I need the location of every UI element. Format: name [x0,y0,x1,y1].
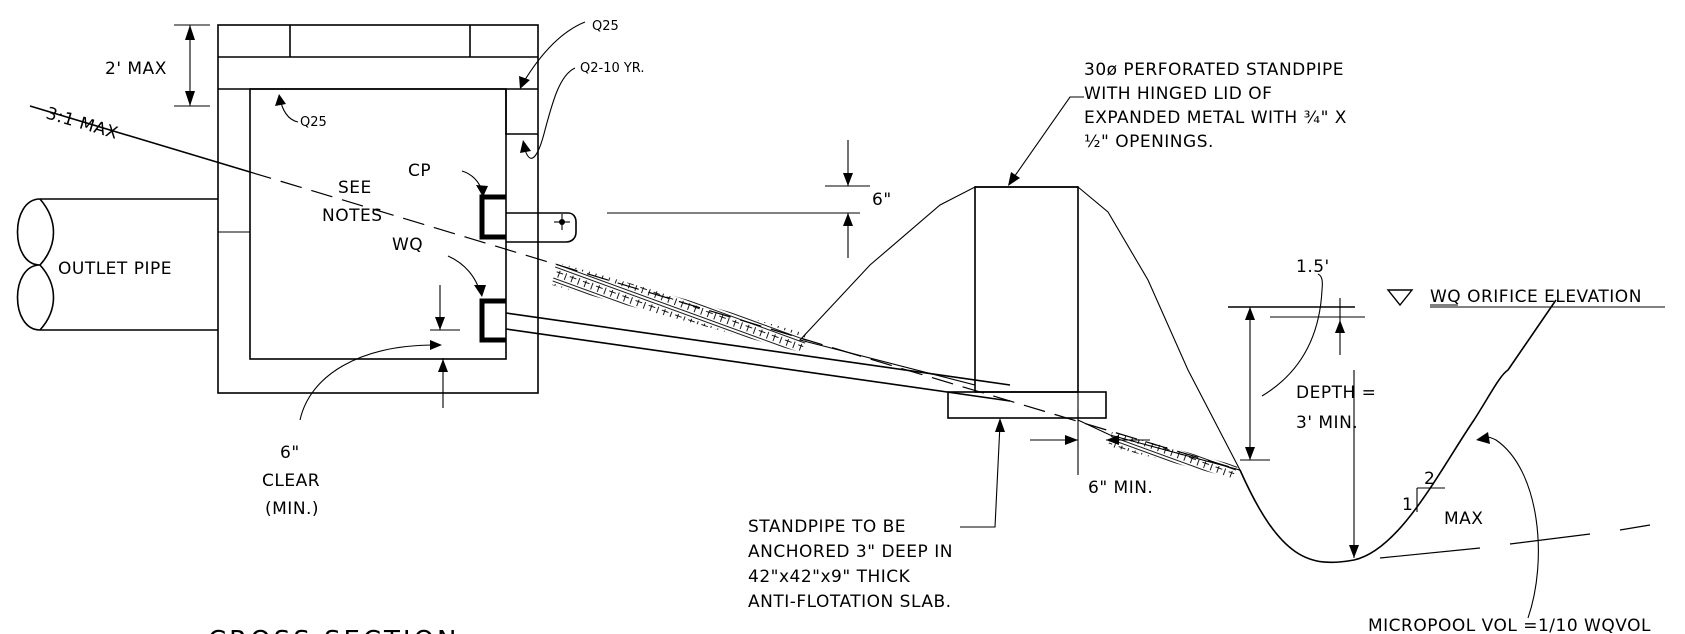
standpipe-note-line4: ½" OPENINGS. [1084,132,1214,152]
cp-bracket [479,194,506,240]
q25-top-label: Q25 [592,19,619,34]
two-foot-max-dimension [174,24,210,107]
wq-orifice-label: WQ ORIFICE ELEVATION [1430,287,1642,307]
wq-pipe-top [505,312,1011,386]
cp-label: CP [408,161,431,181]
q25-inner-label: Q25 [300,115,327,130]
q210-leader [524,67,576,159]
six-inch-top-dimension [607,140,870,258]
standpipe-note-line1: 30ø PERFORATED STANDPIPE [1084,60,1344,80]
standpipe-note-line3: EXPANDED METAL WITH ¾" X [1084,108,1347,128]
berm-right [1077,185,1242,471]
slope-run-label: 2 [1424,469,1435,489]
depth-line1: DEPTH = [1296,383,1376,403]
max-2ft-label: 2' MAX [105,59,167,79]
wq-label: WQ [392,235,423,255]
micropool-label: MICROPOOL VOL =1/10 WQVOL [1368,616,1651,634]
slope-max2-label: MAX [1444,509,1483,529]
berm-left [798,186,976,386]
slope-max-label: 3:1 MAX [44,104,121,144]
slope-rise-label: 1 [1402,495,1413,515]
clear-line2: CLEAR [262,471,320,491]
anchor-note-line2: ANCHORED 3" DEEP IN [748,542,953,562]
wq-bracket [479,298,506,343]
wq-pipe-bottom [505,328,1011,402]
cross-section-title: CROSS SECTION [208,626,460,634]
perforated-standpipe [974,186,1079,393]
slope-ratio-symbol [1416,487,1445,512]
pool-dashed-line [1379,524,1651,559]
outlet-pipe [16,198,218,331]
riprap-hatch-right [1108,432,1238,478]
six-inch-min-label: 6" MIN. [1088,478,1153,498]
standpipe-note-leader [1011,96,1084,181]
cp-pipe-stub [506,212,577,243]
six-inch-top-label: 6" [872,190,892,210]
anchor-note-line4: ANTI-FLOTATION SLAB. [748,592,952,612]
clear-line1: 6" [280,443,300,463]
depth-dimension [1240,307,1359,558]
see-notes-line2: NOTES [322,206,383,226]
q25-top-leader [522,21,586,84]
see-notes-line1: SEE [338,178,372,198]
one-five-label: 1.5' [1296,257,1330,277]
anchor-note-line3: 42"x42"x9" THICK [748,567,911,587]
q210-label: Q2-10 YR. [580,61,645,76]
six-inch-min-dimension [1030,410,1150,475]
anti-flotation-slab [947,391,1107,419]
water-surface-symbol-icon [1386,289,1414,307]
clear-line3: (MIN.) [265,499,319,519]
standpipe-note-line2: WITH HINGED LID OF [1084,84,1272,104]
depth-line2: 3' MIN. [1296,413,1358,433]
pool-profile [1239,299,1557,564]
anchor-note-leader [960,423,1001,528]
outlet-pipe-label: OUTLET PIPE [58,259,172,279]
six-inch-clear-dimension [299,285,460,421]
slope-3-1-line [29,105,251,173]
riprap-hatch-left [552,262,810,352]
micropool-leader [1479,436,1539,619]
anchor-note-line1: STANDPIPE TO BE [748,517,906,537]
outlet-structure [217,24,539,394]
